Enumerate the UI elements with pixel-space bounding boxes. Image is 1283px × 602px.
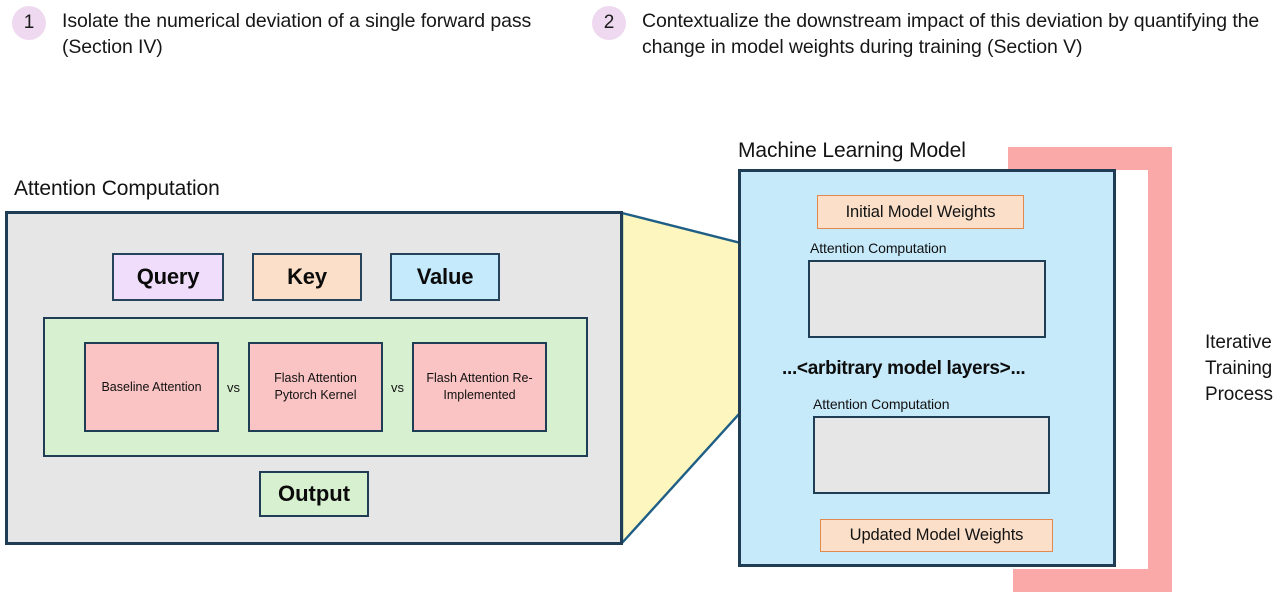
vs-separator-2: vs	[391, 379, 404, 395]
inner-attention-label-bottom: Attention Computation	[813, 396, 950, 412]
attention-panel-caption: Attention Computation	[14, 177, 220, 200]
qkv-input-row: Query Key Value	[112, 253, 500, 301]
initial-model-weights-box[interactable]: Initial Model Weights	[817, 195, 1024, 229]
step-item-2: 2 Contextualize the downstream impact of…	[592, 6, 1282, 60]
arbitrary-model-layers-label: ...<arbitrary model layers>...	[782, 358, 1026, 379]
model-panel-caption: Machine Learning Model	[738, 139, 966, 162]
step-number-badge-1: 1	[12, 6, 46, 40]
vs-separator-1: vs	[227, 379, 240, 395]
iterative-training-process-label: Iterative Training Process	[1205, 332, 1273, 405]
output-box[interactable]: Output	[259, 471, 369, 517]
comparison-box-reimplemented[interactable]: Flash Attention Re-Implemented	[412, 342, 547, 432]
updated-model-weights-box[interactable]: Updated Model Weights	[820, 519, 1053, 552]
comparison-box-pytorch-kernel[interactable]: Flash Attention Pytorch Kernel	[248, 342, 383, 432]
inner-attention-box-top[interactable]	[808, 260, 1046, 338]
step-text-2: Contextualize the downstream impact of t…	[642, 10, 1260, 58]
key-box[interactable]: Key	[252, 253, 362, 301]
value-box[interactable]: Value	[390, 253, 500, 301]
query-box[interactable]: Query	[112, 253, 224, 301]
inner-attention-label-top: Attention Computation	[810, 240, 947, 256]
step-item-1: 1 Isolate the numerical deviation of a s…	[12, 6, 572, 60]
step-number-badge-2: 2	[592, 6, 626, 40]
comparison-box-baseline[interactable]: Baseline Attention	[84, 342, 219, 432]
inner-attention-box-bottom[interactable]	[813, 416, 1050, 494]
step-text-1: Isolate the numerical deviation of a sin…	[62, 10, 532, 58]
attention-comparison-band: Baseline Attention vs Flash Attention Py…	[43, 317, 588, 457]
machine-learning-model-panel	[738, 169, 1116, 567]
